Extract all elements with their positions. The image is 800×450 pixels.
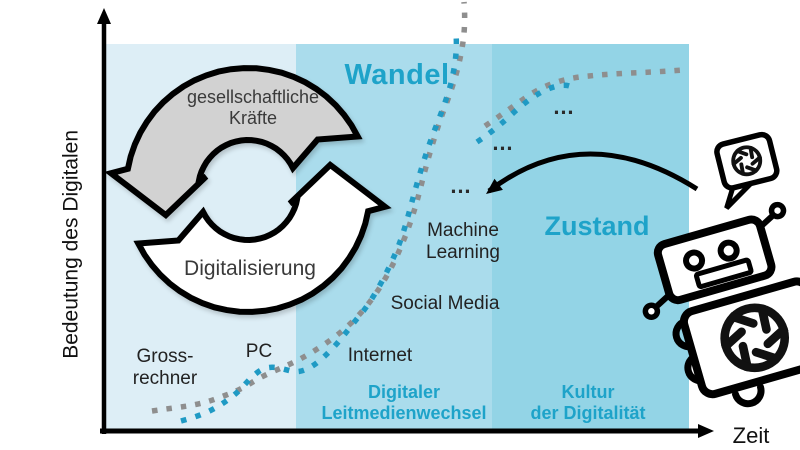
milestone-internet: Internet [347, 345, 413, 366]
milestone-grossrechner: Gross- rechner [132, 346, 198, 390]
cyan-trend-curve-steep [180, 33, 460, 424]
ellipsis-lower: … [449, 173, 473, 198]
wandel-heading: Wandel [344, 59, 450, 91]
robot-head [653, 215, 776, 305]
curved-back-arrowhead [486, 178, 503, 194]
gray-trend-curve-steep [151, 1, 468, 414]
curved-back-arrow-icon [487, 151, 699, 193]
phase-label-leitmedienwechsel: Digitaler Leitmedienwechsel [321, 382, 487, 423]
cycle-arrow-digitalisierung [133, 160, 392, 315]
y-axis-arrowhead [97, 8, 111, 24]
cycle-arrows-icon [104, 65, 392, 315]
milestone-pc: PC [245, 341, 273, 362]
gray-trend-curve-plateau [483, 67, 684, 129]
phase-label-kultur: Kultur der Digitalität [530, 382, 646, 423]
openai-logo-icon [720, 303, 790, 373]
robot-left-eye [683, 249, 706, 272]
robot-icon [642, 131, 800, 408]
x-axis-label: Zeit [732, 423, 770, 448]
milestone-social-media: Social Media [390, 293, 500, 314]
robot-right-eye [717, 239, 740, 262]
speech-bubble-icon [714, 131, 780, 210]
zustand-heading: Zustand [544, 211, 650, 241]
milestone-machine-learning: Machine Learning [426, 220, 500, 264]
cycle-outer-label: gesellschaftliche Kräfte [186, 87, 320, 129]
robot-body [679, 277, 800, 399]
phase-band-kultur-der-digitalitaet [492, 44, 689, 431]
robot-left-antenna-tip [642, 302, 661, 321]
ellipsis-middle: … [491, 130, 515, 155]
cycle-inner-label: Digitalisierung [184, 257, 316, 280]
robot-mouth [693, 257, 754, 290]
speech-bubble-body [714, 131, 780, 191]
ellipsis-upper: … [552, 94, 576, 119]
y-axis-label: Bedeutung des Digitalen [59, 129, 83, 359]
robot-foot-claw [732, 383, 765, 408]
robot-right-antenna-tip [768, 201, 787, 220]
openai-logo-icon [731, 145, 763, 177]
x-axis-arrowhead [698, 424, 714, 438]
cycle-arrow-forces [104, 65, 363, 220]
